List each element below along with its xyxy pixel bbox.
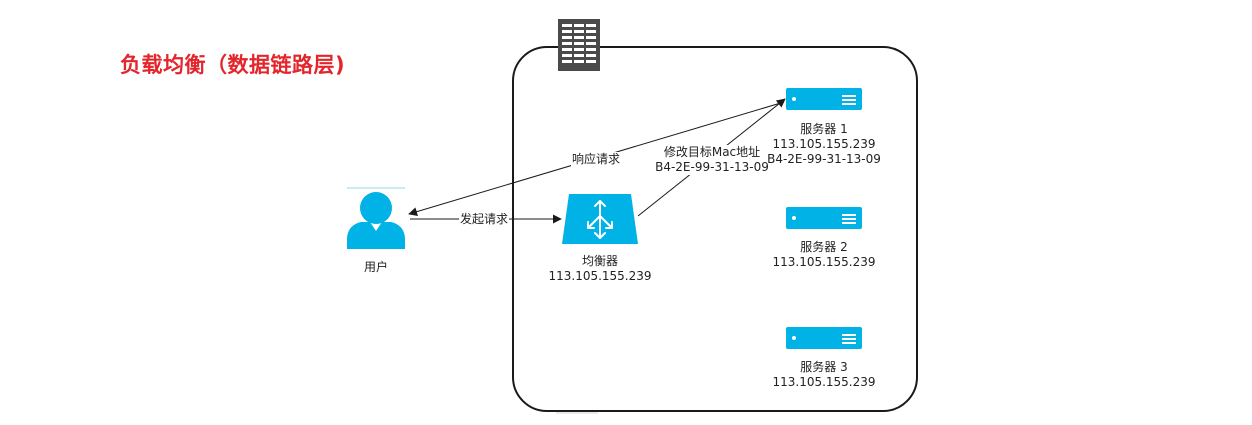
server-1-label: 服务器 1 113.105.155.239 B4-2E-99-31-13-09 <box>767 122 881 167</box>
response-edge-label: 响应请求 <box>570 152 622 167</box>
user-label: 用户 <box>363 260 389 274</box>
forward-edge-label-line2: B4-2E-99-31-13-09 <box>655 160 769 174</box>
server-ip: 113.105.155.239 <box>772 255 876 269</box>
server-3-label: 服务器 3 113.105.155.239 <box>772 360 875 390</box>
balancer-name: 均衡器 <box>581 254 618 268</box>
server-ip: 113.105.155.239 <box>772 137 876 151</box>
server-icon[interactable] <box>786 88 862 110</box>
container-box <box>512 46 918 412</box>
server-name: 服务器 3 <box>800 360 848 374</box>
load-balancer-icon[interactable] <box>562 194 638 244</box>
request-edge-label: 发起请求 <box>458 212 510 227</box>
user-icon[interactable] <box>347 192 405 249</box>
balancer-label: 均衡器 113.105.155.239 <box>548 254 651 284</box>
server-2-label: 服务器 2 113.105.155.239 <box>772 240 875 270</box>
server-icon[interactable] <box>786 327 862 349</box>
server-name: 服务器 2 <box>800 240 848 254</box>
page-title: 负载均衡（数据链路层) <box>120 53 346 77</box>
server-name: 服务器 1 <box>800 122 848 136</box>
forward-edge-label: 修改目标Mac地址 B4-2E-99-31-13-09 <box>654 145 770 175</box>
forward-edge-label-line1: 修改目标Mac地址 <box>663 145 761 159</box>
server-ip: 113.105.155.239 <box>772 375 876 389</box>
server-icon[interactable] <box>786 207 862 229</box>
server-rack-icon <box>558 19 600 71</box>
balancer-ip: 113.105.155.239 <box>548 269 652 283</box>
server-mac: B4-2E-99-31-13-09 <box>767 152 881 166</box>
